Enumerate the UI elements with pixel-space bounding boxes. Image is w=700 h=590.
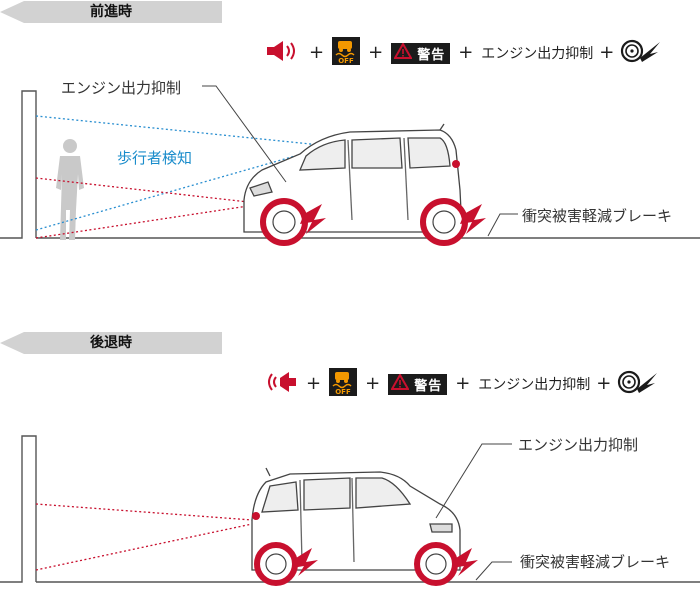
brake-leader-line [487,213,518,237]
front-wheel [414,542,458,586]
brake-bolt-icon [460,204,486,234]
rear-wheel [254,542,298,586]
pedestrian-icon [56,139,84,240]
forward-header-label: 前進時 [90,4,132,20]
brake-icon [617,369,659,399]
slip-off-icon: OFF [329,368,358,400]
engine-leader-line [202,85,287,183]
collision-brake-label: 衝突被害軽減ブレーキ [520,553,671,571]
speaker-icon [265,39,301,67]
engine-output-label: エンジン出力抑制 [518,436,639,454]
warning-badge: 警告 [391,41,451,64]
collision-brake-label: 衝突被害軽減ブレーキ [522,207,673,225]
slip-off-icon: OFF [332,37,361,69]
plus-sign: + [458,42,474,63]
plus-sign: + [306,373,322,394]
car-reverse [251,467,461,571]
warning-label: 警告 [414,378,443,394]
forward-header: 前進時 [0,1,222,23]
warning-label: 警告 [417,47,446,63]
reverse-scene [0,435,700,586]
warning-triangle-icon [390,372,410,394]
forward-warning-sequence: + OFF + 警告 + エンジン出力抑制 + [265,37,662,69]
brake-bolt-icon [292,548,318,576]
brake-bolt-icon [300,204,326,234]
warning-badge: 警告 [388,372,448,395]
header-arrow-shape [0,332,222,354]
plus-sign: + [599,42,615,63]
plus-sign: + [309,42,325,63]
reverse-warning-sequence: + OFF + 警告 + エンジン出力抑制 + [262,368,659,400]
brake-icon [620,38,662,68]
plus-sign: + [365,373,381,394]
plus-sign: + [368,42,384,63]
engine-suppression-label: エンジン出力抑制 [481,46,594,62]
rear-wheel [420,198,468,246]
engine-leader-line [435,443,512,519]
engine-output-label: エンジン出力抑制 [61,79,182,97]
brake-bolt-icon [452,548,478,576]
front-wheel [260,198,308,246]
forward-scene [0,85,700,246]
svg-text:OFF: OFF [335,388,351,396]
engine-suppression-label: エンジン出力抑制 [478,377,591,393]
brake-leader-line [475,561,512,581]
sensor-beams [35,503,253,571]
svg-text:OFF: OFF [338,57,354,65]
header-arrow-shape [0,1,222,23]
plus-sign: + [596,373,612,394]
reverse-header-label: 後退時 [90,335,132,351]
reverse-header: 後退時 [0,332,222,354]
wall [0,90,37,239]
wall [0,435,37,583]
sensor-beams [35,115,331,239]
pedestrian-detection-label: 歩行者検知 [117,149,193,167]
warning-triangle-icon [393,41,413,63]
reverse-speaker-icon [262,370,298,398]
plus-sign: + [455,373,471,394]
